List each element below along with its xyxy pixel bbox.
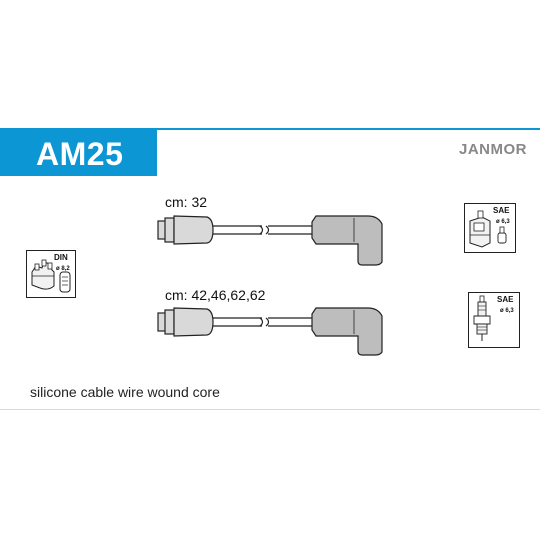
product-description: silicone cable wire wound core — [30, 384, 220, 400]
coil-diameter-label: ø 6,3 — [496, 219, 510, 225]
cable-1-distributor-boot — [157, 215, 214, 245]
distributor-cap-icon: DIN ø 8,2 — [26, 250, 76, 298]
cable-2-plug-boot — [311, 307, 383, 356]
spark-plug-diameter-label: ø 6,3 — [500, 308, 514, 314]
header-rule — [157, 128, 540, 130]
spark-plug-standard-label: SAE — [497, 295, 514, 304]
distributor-standard-label: DIN — [54, 253, 68, 262]
cable-1-length-label: cm: 32 — [165, 194, 208, 210]
coil-standard-label: SAE — [493, 206, 510, 215]
cable-2-distributor-boot — [157, 307, 214, 337]
cable-2-length-label: cm: 42,46,62,62 — [165, 287, 266, 303]
cable-2-wire — [213, 317, 312, 327]
brand-name: JANMOR — [458, 141, 527, 158]
product-code: AM25 — [36, 136, 124, 172]
footer-rule — [0, 409, 540, 410]
header-code-box — [0, 128, 157, 176]
distributor-diameter-label: ø 8,2 — [56, 266, 70, 272]
cable-1-wire — [213, 225, 312, 235]
spark-plug-icon: SAE ø 6,3 — [468, 292, 520, 348]
ignition-coil-icon: SAE ø 6,3 — [464, 203, 516, 253]
cable-1-plug-boot — [311, 215, 383, 266]
